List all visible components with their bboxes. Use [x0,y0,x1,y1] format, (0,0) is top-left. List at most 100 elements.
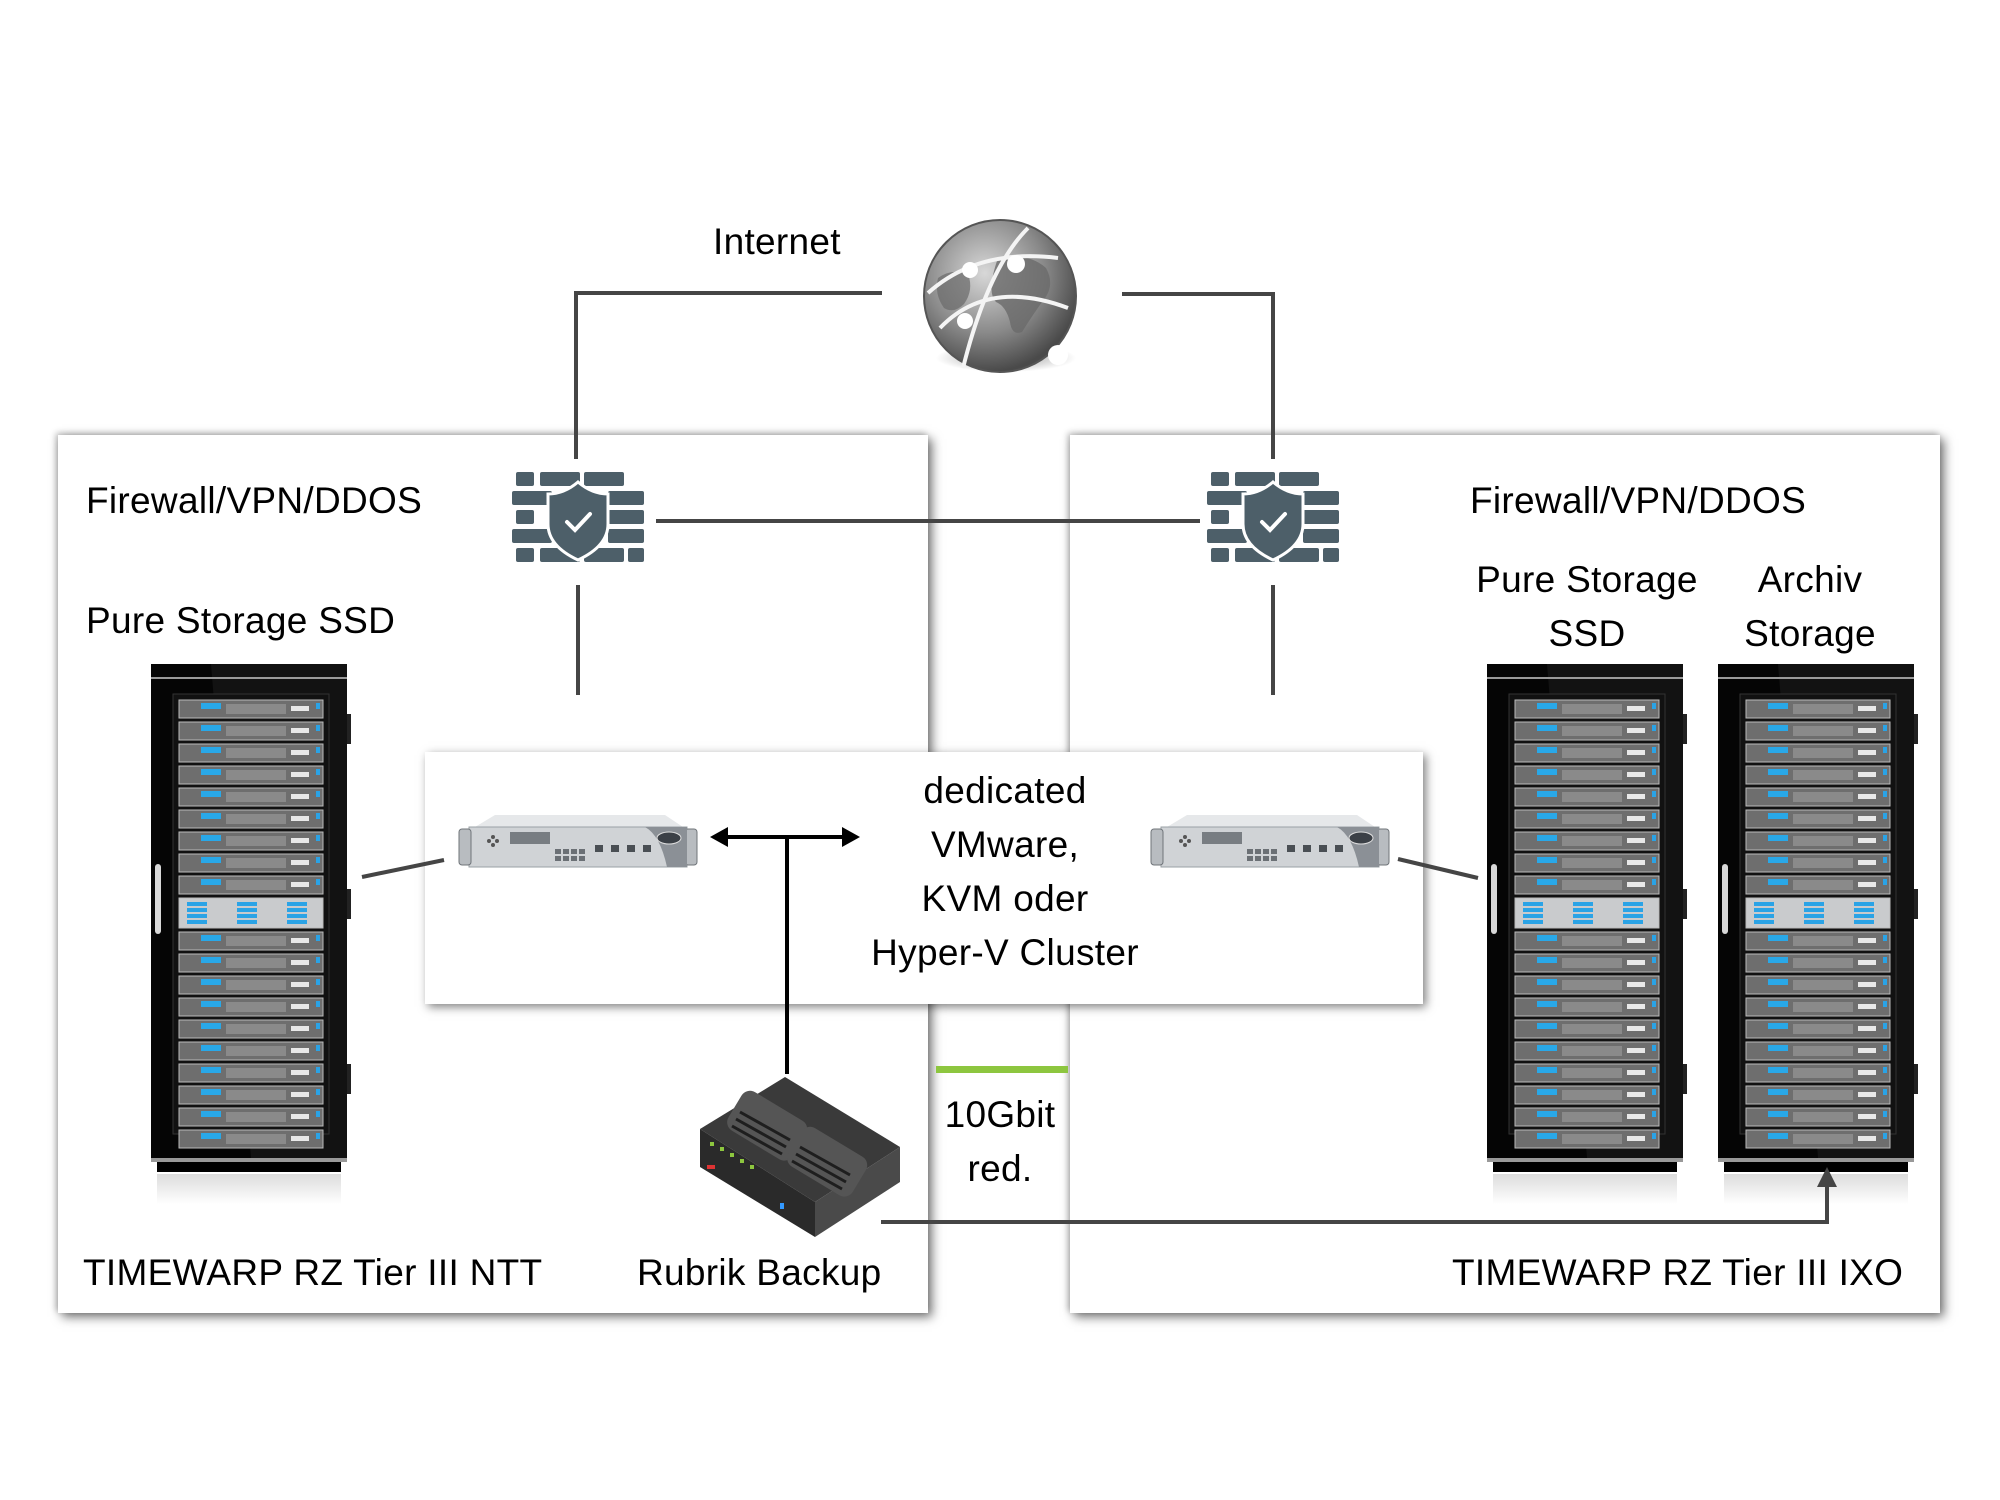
cluster-label-line1: dedicated [923,770,1087,811]
right-server-storage-link [1396,854,1480,884]
rack-unit [178,953,324,973]
rack-unit [178,831,324,851]
rack-unit [1514,699,1660,719]
rubrik-backup-label: Rubrik Backup [637,1252,882,1293]
archive-storage-label-line2: Storage [1744,613,1876,654]
rack-unit [178,809,324,829]
globe-icon [918,218,1088,378]
internet-link-right-vertical [1271,292,1275,459]
rack-unit [178,721,324,741]
rack-unit [1514,1129,1660,1149]
rack-unit [1514,975,1660,995]
rack-unit [1745,699,1891,719]
backup-replication-arrowhead [1817,1167,1837,1187]
rack-unit [178,1107,324,1127]
rack-unit [1745,809,1891,829]
rack-unit [1514,1041,1660,1061]
firewall-icon-left [512,472,644,564]
rack-unit [178,1129,324,1149]
rack-unit [178,699,324,719]
rack-unit [178,765,324,785]
right-firewall-label: Firewall/VPN/DDOS [1470,480,1807,521]
rack-unit [178,897,324,929]
cluster-label-line3: KVM oder [921,878,1089,919]
rack-unit [1514,931,1660,951]
backup-uplink-line [785,836,789,1074]
rack-unit [1514,831,1660,851]
rack-unit [1514,809,1660,829]
rack-unit [178,997,324,1017]
rack-unit [1745,1019,1891,1039]
cluster-label-line2: VMware, [930,824,1080,865]
cluster-label-line4: Hyper-V Cluster [871,932,1139,973]
redundant-link-label-line1: 10Gbit [944,1094,1056,1135]
archive-storage-label: Archiv Storage [1710,553,1910,661]
firewall-icon-right [1207,472,1339,564]
backup-replication-vertical [1825,1180,1829,1224]
rack-unit [1745,853,1891,873]
internet-link-left-vertical [574,291,578,459]
left-storage-label: Pure Storage SSD [86,600,396,641]
redundant-link-line [936,1066,1068,1073]
right-storage-rack [1487,664,1687,1204]
rack-unit [178,931,324,951]
rack-unit [1514,743,1660,763]
rack-unit [1514,1085,1660,1105]
rack-unit [1514,853,1660,873]
rack-unit [1745,1063,1891,1083]
rack-unit [1514,787,1660,807]
internet-link-left-horizontal [574,291,882,295]
left-storage-rack [151,664,351,1204]
rack-unit [1745,1129,1891,1149]
rack-unit [1514,765,1660,785]
redundant-link-label-line2: red. [967,1148,1033,1189]
rack-unit [1745,953,1891,973]
firewall-interconnect-line [656,519,1200,523]
rack-unit [178,853,324,873]
right-storage-label: Pure Storage SSD [1462,553,1712,661]
archive-storage-label-line1: Archiv [1757,559,1863,600]
rack-unit [1745,743,1891,763]
rack-unit [178,875,324,895]
rack-unit [1745,787,1891,807]
rack-unit [178,1085,324,1105]
rack-unit [1745,831,1891,851]
rack-unit [1745,931,1891,951]
backup-replication-line [881,1220,1829,1224]
cluster-server-icon-right [1147,815,1392,875]
left-firewall-label: Firewall/VPN/DDOS [86,480,423,521]
internet-link-right-horizontal [1122,292,1275,296]
rack-unit [1514,721,1660,741]
rack-unit [178,787,324,807]
firewall-left-downlink [576,585,580,695]
internet-label: Internet [713,221,841,262]
rack-unit [1745,1041,1891,1061]
rubrik-backup-icon [690,1077,905,1237]
rack-unit [1514,1063,1660,1083]
cluster-label: dedicated VMware, KVM oder Hyper-V Clust… [850,764,1160,980]
rack-unit [1745,975,1891,995]
rack-unit [1514,997,1660,1017]
right-site-name: TIMEWARP RZ Tier III IXO [1452,1252,1904,1293]
rack-unit [1514,953,1660,973]
redundant-link-label: 10Gbit red. [925,1088,1075,1196]
firewall-right-downlink [1271,585,1275,695]
rack-unit [178,1019,324,1039]
left-site-name: TIMEWARP RZ Tier III NTT [83,1252,543,1293]
right-storage-label-line2: SSD [1548,613,1626,654]
rack-unit [1514,897,1660,929]
rack-unit [1745,1107,1891,1127]
rack-unit [1745,875,1891,895]
rack-unit [1745,997,1891,1017]
archive-storage-rack [1718,664,1918,1204]
rack-unit [1745,765,1891,785]
rack-unit [1514,875,1660,895]
rack-unit [178,743,324,763]
cluster-server-icon-left [455,815,700,875]
right-storage-label-line1: Pure Storage [1476,559,1698,600]
left-server-storage-link [360,850,446,880]
rack-unit [1745,721,1891,741]
rack-unit [1514,1019,1660,1039]
rack-unit [178,1063,324,1083]
rack-unit [1514,1107,1660,1127]
